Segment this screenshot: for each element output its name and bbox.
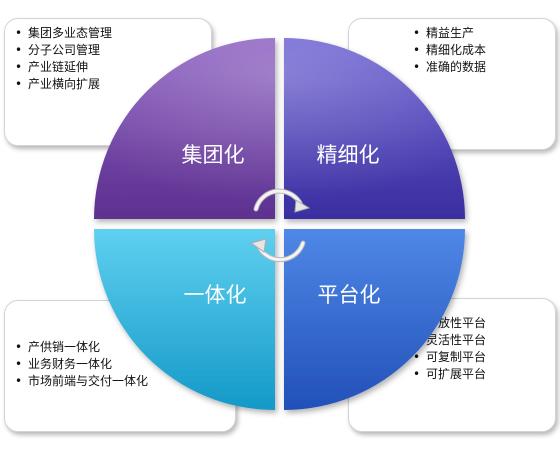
quadrant-label-top-right: 精细化: [317, 143, 380, 167]
list-item: 可扩展平台: [413, 366, 486, 383]
list-item: 产供销一体化: [15, 339, 148, 356]
quadrant-label-top-left: 集团化: [182, 143, 245, 167]
list-item: 业务财务一体化: [15, 356, 148, 373]
quadrant-label-bottom-left: 一体化: [184, 283, 247, 307]
list-item: 集团多业态管理: [15, 25, 112, 42]
list-item: 产业横向扩展: [15, 76, 112, 93]
callout-top-right-list: 精益生产 精细化成本 准确的数据: [413, 25, 486, 76]
quadrant-bottom-left: [94, 229, 275, 410]
list-item: 可复制平台: [413, 349, 486, 366]
list-item: 产业链延伸: [15, 59, 112, 76]
callout-bottom-left-list: 产供销一体化 业务财务一体化 市场前端与交付一体化: [15, 339, 148, 390]
cycle-arrows-icon: [249, 188, 311, 263]
gloss-highlight: [94, 38, 465, 219]
list-item: 准确的数据: [413, 59, 486, 76]
list-item: 分子公司管理: [15, 42, 112, 59]
list-item: 市场前端与交付一体化: [15, 373, 148, 390]
quadrant-bottom-right: [284, 229, 465, 410]
quadrant-label-bottom-right: 平台化: [318, 283, 381, 307]
callout-bottom-right-list: 开放性平台 灵活性平台 可复制平台 可扩展平台: [413, 315, 486, 383]
list-item: 精益生产: [413, 25, 486, 42]
list-item: 精细化成本: [413, 42, 486, 59]
callout-top-left-list: 集团多业态管理 分子公司管理 产业链延伸 产业横向扩展: [15, 25, 112, 93]
